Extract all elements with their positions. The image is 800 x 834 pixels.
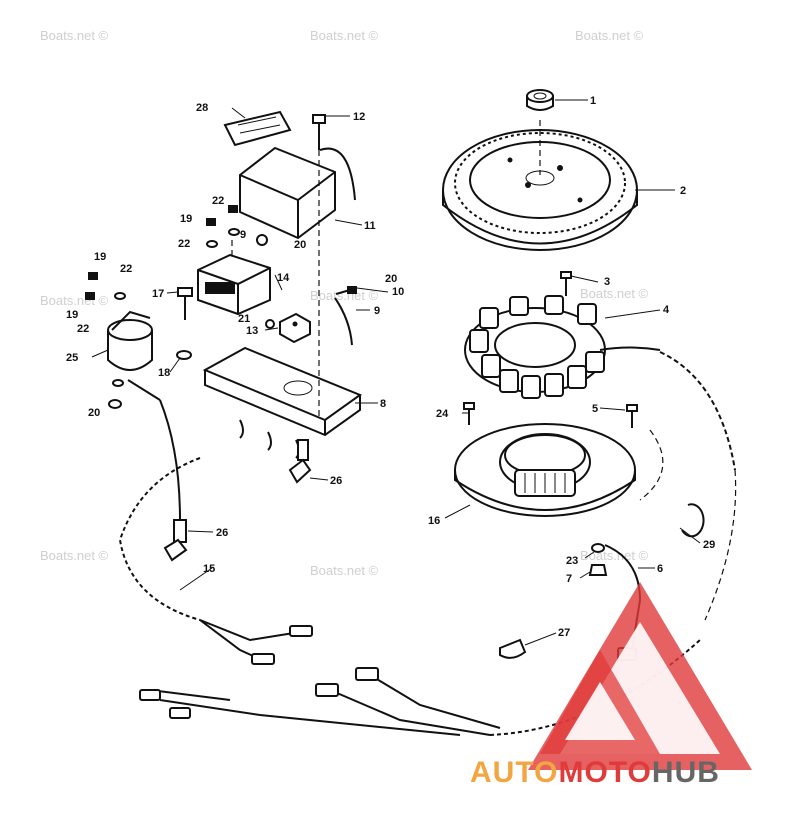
logo-text-moto: MOTO [558,756,651,789]
callout-20b: 20 [88,407,100,419]
screw-24 [463,402,475,425]
watermark: Boats.net © [40,28,109,43]
watermark: Boats.net © [580,286,649,301]
callout-24: 24 [436,408,449,420]
callout-6: 6 [657,563,663,575]
watermark: Boats.net © [40,548,109,563]
callout-25: 25 [66,352,78,364]
callout-12: 12 [353,111,365,123]
stator [464,295,661,399]
callout-20c: 20 [385,273,397,285]
mounting-bracket [202,346,363,459]
regulator-cover [239,146,356,240]
callout-7: 7 [566,573,572,585]
callout-16: 16 [428,515,440,527]
spark-plug-lead-26-upper [288,439,312,484]
watermark: Boats.net © [310,563,379,578]
switch-box [197,253,271,316]
ignition-coil [107,310,161,401]
callout-labels: 1 2 3 4 5 6 7 8 9 9 10 11 12 13 14 15 16… [66,95,715,639]
screw-5 [626,404,638,428]
callout-22b: 22 [178,238,190,250]
spark-plug-lead-26-lower [159,399,188,562]
callout-29: 29 [703,539,715,551]
callout-27: 27 [558,627,570,639]
decal [223,110,292,147]
callout-2: 2 [680,185,686,197]
callout-4: 4 [663,304,670,316]
callout-14: 14 [277,272,290,284]
bracket-fasteners [176,205,275,360]
callout-20a: 20 [294,239,306,251]
watermark: Boats.net © [575,28,644,43]
screw-3 [560,271,572,296]
callout-22d: 22 [77,323,89,335]
leader-lines [91,99,701,646]
callout-19b: 19 [94,251,106,263]
callout-17: 17 [152,288,164,300]
clip [499,638,527,659]
callout-21: 21 [238,313,250,325]
stator-harness [659,351,736,471]
automotohub-logo: AUTOMOTOHUB [470,582,752,789]
terminal-block [279,312,311,344]
trigger-plate [454,423,636,517]
callout-18: 18 [158,367,170,379]
callout-10: 10 [392,286,404,298]
screw-12 [312,114,326,150]
callout-9a: 9 [240,229,246,241]
watermark: Boats.net © [40,293,109,308]
flywheel [442,120,638,251]
callout-19a: 19 [180,213,192,225]
callout-9b: 9 [374,305,380,317]
callout-26b: 26 [216,527,228,539]
flywheel-nut [526,89,554,111]
callout-8: 8 [380,398,386,410]
watermark: Boats.net © [310,28,379,43]
screw-10 [335,286,357,295]
coil-fasteners [85,272,126,409]
callout-22a: 22 [212,195,224,207]
callout-3: 3 [604,276,610,288]
watermark: Boats.net © [310,288,379,303]
svg-text:AUTOMOTOHUB: AUTOMOTOHUB [470,756,720,789]
logo-text-auto: AUTO [470,756,558,789]
callout-13: 13 [246,325,258,337]
main-harness [118,457,701,736]
callout-5: 5 [592,403,598,415]
callout-22c: 22 [120,263,132,275]
callout-15: 15 [203,563,215,575]
callout-26a: 26 [330,475,342,487]
callout-19c: 19 [66,309,78,321]
callout-28: 28 [196,102,208,114]
callout-11: 11 [364,220,376,232]
callout-23: 23 [566,555,578,567]
retaining-ring [681,503,705,538]
callout-1: 1 [590,95,596,107]
logo-text-hub: HUB [652,756,720,789]
